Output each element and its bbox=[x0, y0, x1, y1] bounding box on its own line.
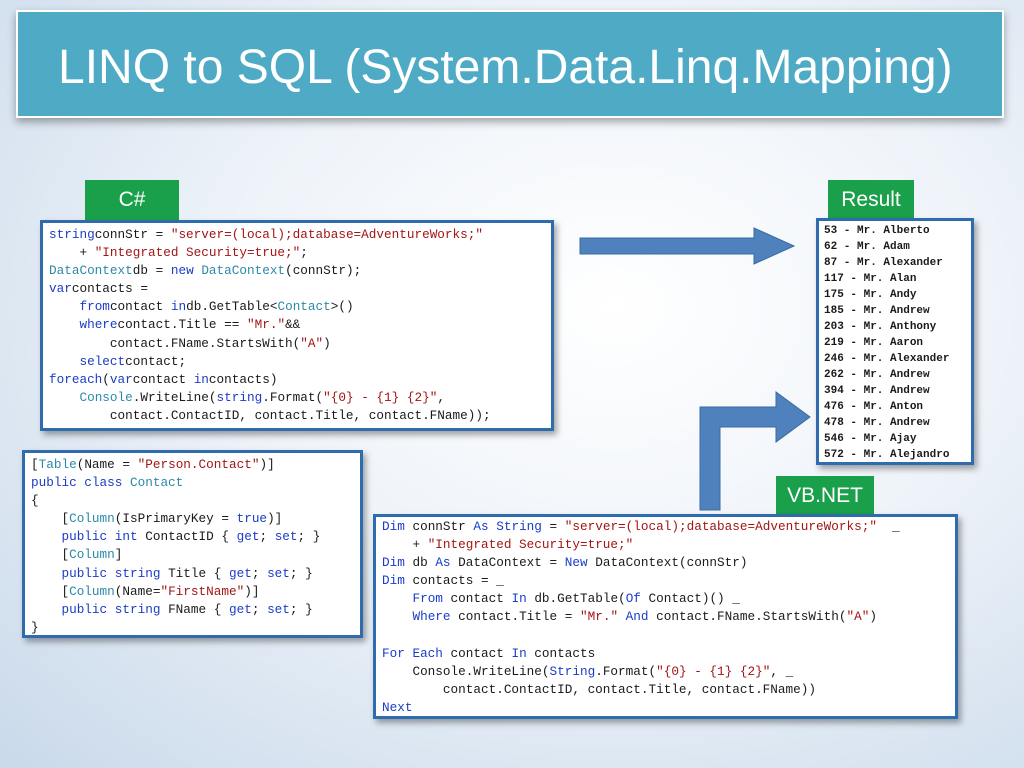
result-item: 476 - Mr. Anton bbox=[824, 401, 924, 413]
code-line: Console.WriteLine(string.Format("{0} - {… bbox=[79, 389, 445, 405]
code-line: contact.ContactID, contact.Title, contac… bbox=[382, 681, 816, 697]
code-line bbox=[382, 627, 949, 645]
result-list: 53 - Mr. Alberto 62 - Mr. Adam 87 - Mr. Al… bbox=[824, 223, 966, 462]
code-line: [Column(Name="FirstName")] bbox=[31, 583, 260, 599]
code-line: Console.WriteLine(String.Format("{0} - {… bbox=[382, 663, 794, 679]
code-line: [Column(IsPrimaryKey = true)] bbox=[31, 511, 283, 527]
code-line: { bbox=[31, 493, 39, 509]
class-mapping-code-box: [Table(Name = "Person.Contact")] public c… bbox=[22, 450, 363, 638]
code-line: public int ContactID { get; set; } bbox=[61, 529, 321, 545]
code-line: DataContextdb = new DataContext(connStr)… bbox=[49, 263, 362, 279]
code-line: public string Title { get; set; } bbox=[61, 565, 313, 581]
code-line: From contact In db.GetTable(Of Contact)(… bbox=[412, 591, 740, 607]
result-item: 219 - Mr. Aaron bbox=[824, 337, 924, 349]
code-line: + "Integrated Security=true;" bbox=[382, 537, 634, 553]
code-line: contact.ContactID, contact.Title, contac… bbox=[49, 407, 491, 423]
result-item: 62 - Mr. Adam bbox=[824, 241, 910, 253]
code-line: } bbox=[31, 619, 39, 635]
code-line: Next bbox=[382, 699, 413, 715]
code-line: varcontacts = bbox=[49, 281, 148, 297]
result-item: 246 - Mr. Alexander bbox=[824, 353, 950, 365]
csharp-label: C# bbox=[85, 180, 179, 220]
result-item: 185 - Mr. Andrew bbox=[824, 305, 930, 317]
code-line: Where contact.Title = "Mr." And contact.… bbox=[412, 609, 877, 625]
code-line: selectcontact; bbox=[79, 353, 187, 369]
result-list-box: 53 - Mr. Alberto 62 - Mr. Adam 87 - Mr. Al… bbox=[816, 218, 974, 465]
result-item: 394 - Mr. Andrew bbox=[824, 385, 930, 397]
code-line: Dim db As DataContext = New DataContext(… bbox=[382, 555, 748, 571]
code-line: fromcontact indb.GetTable<Contact>() bbox=[79, 299, 354, 315]
result-item: 572 - Mr. Alejandro bbox=[824, 449, 950, 461]
result-item: 546 - Mr. Ajay bbox=[824, 433, 917, 445]
csharp-code-box: stringconnStr = "server=(local);database… bbox=[40, 220, 554, 431]
code-line: contact.FName.StartsWith("A") bbox=[49, 335, 331, 351]
code-line: For Each contact In contacts bbox=[382, 645, 596, 661]
result-item: 203 - Mr. Anthony bbox=[824, 321, 937, 333]
code-line: stringconnStr = "server=(local);database… bbox=[49, 227, 483, 242]
code-line: + "Integrated Security=true;"; bbox=[49, 245, 308, 261]
result-label: Result bbox=[828, 180, 914, 220]
slide-title: LINQ to SQL (System.Data.Linq.Mapping) bbox=[58, 41, 953, 94]
elbow-arrow-icon bbox=[699, 391, 811, 511]
code-line: [Column] bbox=[31, 547, 123, 563]
result-item: 478 - Mr. Andrew bbox=[824, 417, 930, 429]
code-line: Dim contacts = _ bbox=[382, 573, 504, 589]
code-line: public string FName { get; set; } bbox=[61, 601, 313, 617]
code-line: foreach(varcontact incontacts) bbox=[49, 371, 278, 387]
right-arrow-icon bbox=[579, 227, 796, 265]
code-line: [Table(Name = "Person.Contact")] bbox=[31, 457, 275, 472]
vbnet-code-box: Dim connStr As String = "server=(local);… bbox=[373, 514, 958, 719]
code-line: public class Contact bbox=[31, 475, 184, 491]
code-line: wherecontact.Title == "Mr."&& bbox=[79, 317, 301, 333]
vbnet-label: VB.NET bbox=[776, 476, 874, 516]
result-item: 175 - Mr. Andy bbox=[824, 289, 917, 301]
result-item: 53 - Mr. Alberto bbox=[824, 225, 930, 237]
title-banner: LINQ to SQL (System.Data.Linq.Mapping) bbox=[16, 10, 1004, 118]
result-item: 87 - Mr. Alexander bbox=[824, 257, 943, 269]
result-item: 117 - Mr. Alan bbox=[824, 273, 917, 285]
result-item: 262 - Mr. Andrew bbox=[824, 369, 930, 381]
code-line: Dim connStr As String = "server=(local);… bbox=[382, 519, 900, 534]
